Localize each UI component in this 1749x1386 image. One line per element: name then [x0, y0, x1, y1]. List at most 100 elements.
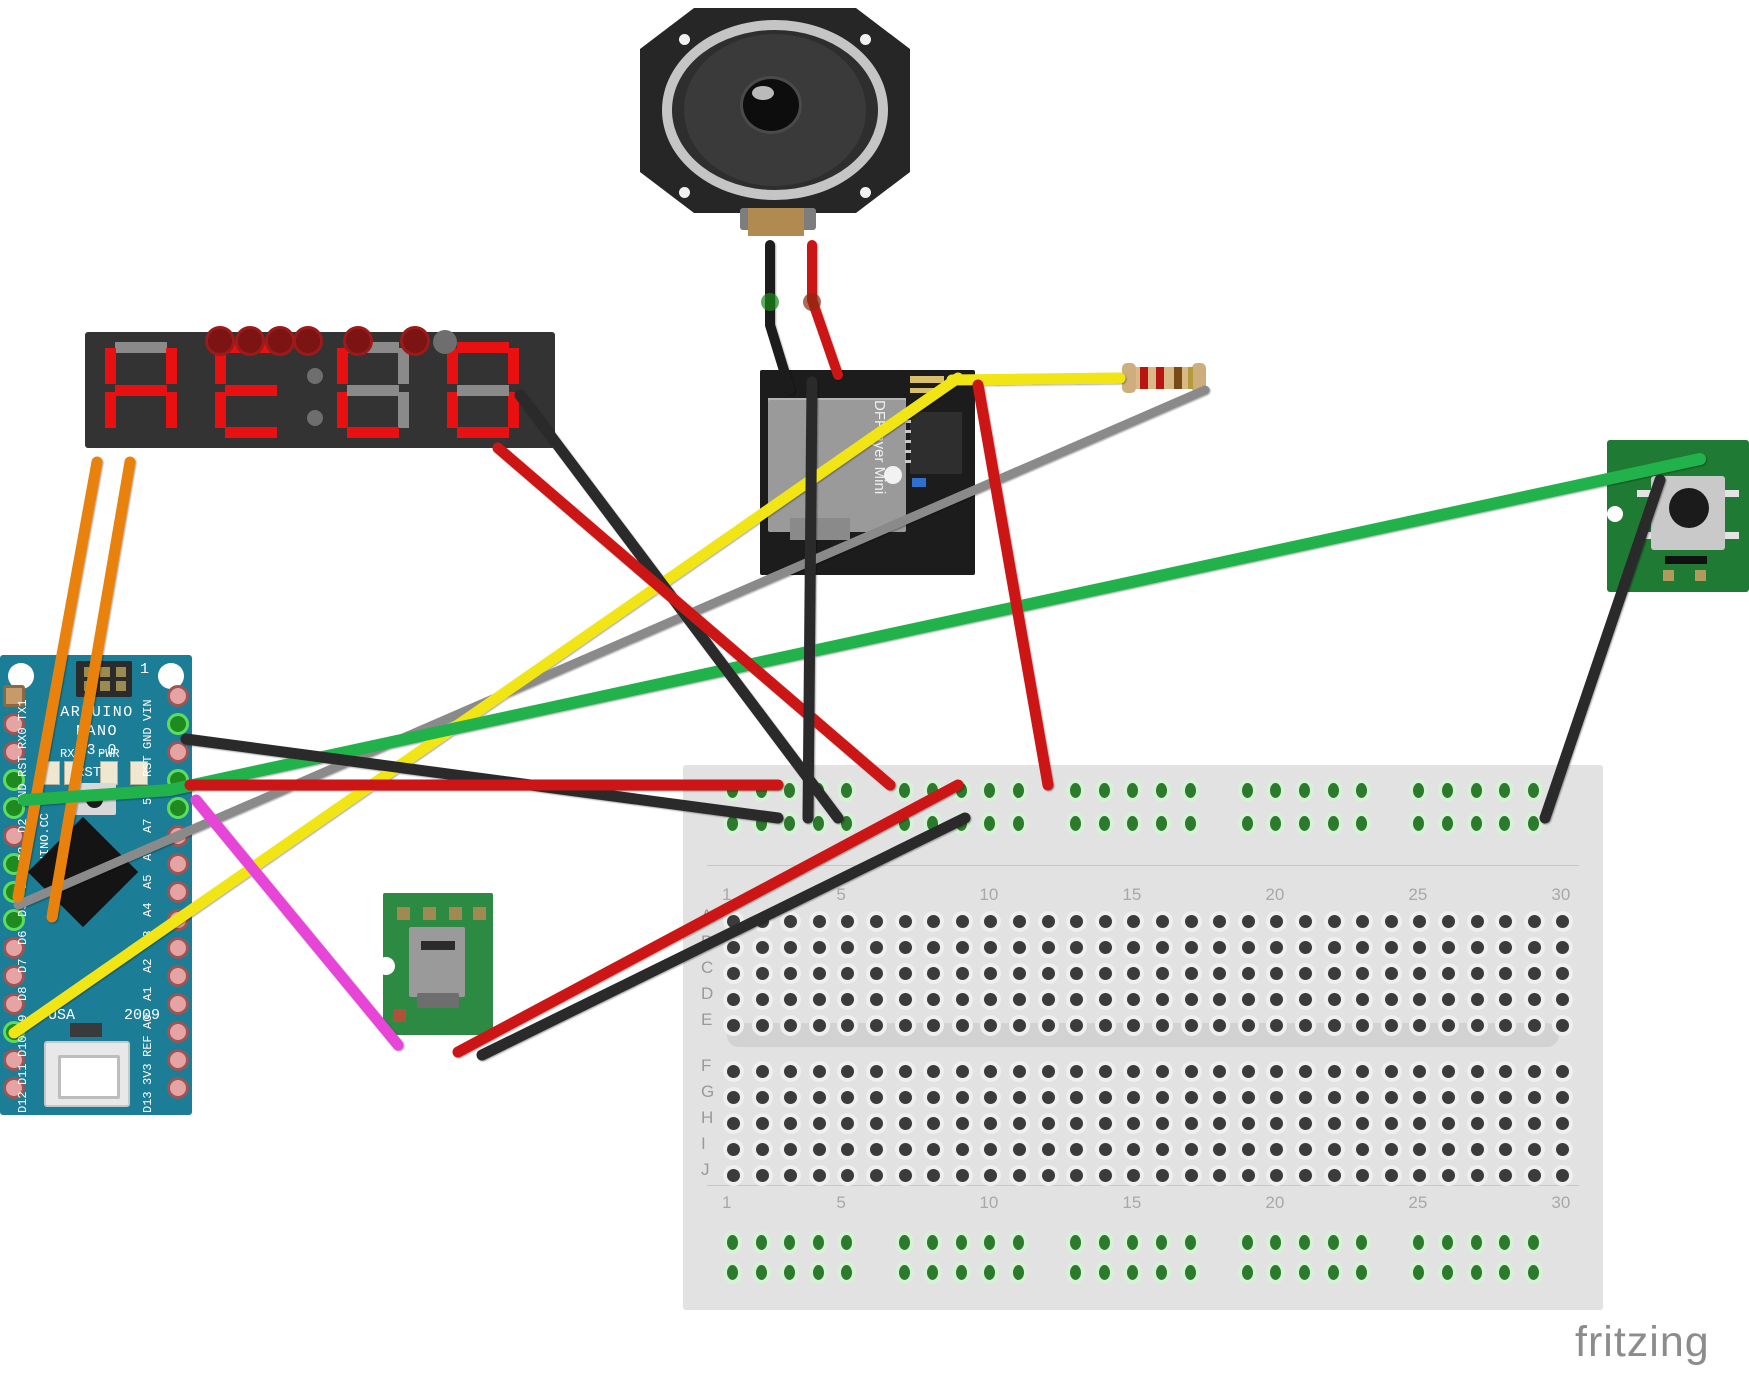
breadboard-power-hole[interactable] — [1442, 783, 1453, 798]
breadboard-hole[interactable] — [1413, 967, 1427, 980]
breadboard-hole[interactable] — [1499, 1169, 1513, 1182]
breadboard-hole[interactable] — [1384, 1065, 1398, 1078]
breadboard-power-hole[interactable] — [812, 1265, 824, 1280]
breadboard-hole[interactable] — [1327, 941, 1341, 954]
breadboard-power-hole[interactable] — [1127, 783, 1139, 798]
resistor-part[interactable] — [1122, 363, 1206, 393]
breadboard-hole[interactable] — [955, 967, 969, 980]
breadboard-hole[interactable] — [1241, 1091, 1255, 1104]
tilt-pad-3[interactable] — [449, 907, 462, 920]
breadboard-hole[interactable] — [1156, 941, 1169, 954]
nano-pad-a1[interactable] — [167, 965, 189, 987]
breadboard-hole[interactable] — [1299, 941, 1312, 954]
breadboard-hole[interactable] — [1527, 1065, 1541, 1078]
breadboard-hole[interactable] — [1442, 993, 1455, 1006]
breadboard-hole[interactable] — [1327, 1019, 1341, 1032]
breadboard-hole[interactable] — [1127, 1143, 1141, 1156]
breadboard-power-hole[interactable] — [1470, 1265, 1482, 1280]
breadboard-power-hole[interactable] — [727, 1235, 738, 1250]
breadboard-hole[interactable] — [955, 993, 969, 1006]
breadboard-hole[interactable] — [727, 1117, 740, 1130]
breadboard-hole[interactable] — [1527, 967, 1541, 980]
nano-pad-vin[interactable] — [167, 685, 189, 707]
breadboard-hole[interactable] — [727, 993, 740, 1006]
breadboard-power-hole[interactable] — [841, 816, 853, 831]
breadboard-hole[interactable] — [1527, 1091, 1541, 1104]
breadboard-power-hole[interactable] — [1442, 816, 1453, 831]
breadboard-hole[interactable] — [1556, 967, 1570, 980]
breadboard-hole[interactable] — [1070, 915, 1084, 928]
breadboard-hole[interactable] — [755, 915, 769, 928]
breadboard-power-hole[interactable] — [955, 1235, 967, 1250]
breadboard-hole[interactable] — [1299, 1065, 1312, 1078]
breadboard-hole[interactable] — [1241, 1117, 1255, 1130]
breadboard-hole[interactable] — [1356, 993, 1370, 1006]
breadboard-hole[interactable] — [1041, 1065, 1055, 1078]
nano-pad-a3[interactable] — [167, 909, 189, 931]
breadboard-power-hole[interactable] — [955, 816, 967, 831]
breadboard-hole[interactable] — [1184, 1091, 1198, 1104]
breadboard-hole[interactable] — [727, 1169, 740, 1182]
breadboard-hole[interactable] — [755, 993, 769, 1006]
breadboard-hole[interactable] — [1213, 1065, 1227, 1078]
breadboard-hole[interactable] — [812, 1117, 826, 1130]
breadboard-hole[interactable] — [1527, 1169, 1541, 1182]
breadboard-power-hole[interactable] — [984, 816, 996, 831]
breadboard-hole[interactable] — [1327, 1143, 1341, 1156]
breadboard-hole[interactable] — [870, 1019, 883, 1032]
breadboard-hole[interactable] — [1442, 1019, 1455, 1032]
breadboard-power-hole[interactable] — [1270, 816, 1282, 831]
breadboard-hole[interactable] — [1527, 1143, 1541, 1156]
breadboard-hole[interactable] — [1527, 941, 1541, 954]
breadboard-hole[interactable] — [1442, 967, 1455, 980]
breadboard-power-hole[interactable] — [1413, 816, 1425, 831]
breadboard-hole[interactable] — [1213, 941, 1227, 954]
breadboard-hole[interactable] — [1213, 1169, 1227, 1182]
breadboard-hole[interactable] — [755, 1065, 769, 1078]
breadboard-hole[interactable] — [955, 941, 969, 954]
breadboard-power-hole[interactable] — [927, 1265, 939, 1280]
breadboard-hole[interactable] — [1156, 993, 1169, 1006]
breadboard-hole[interactable] — [841, 941, 855, 954]
breadboard-hole[interactable] — [1556, 1091, 1570, 1104]
breadboard-hole[interactable] — [1184, 1143, 1198, 1156]
breadboard-hole[interactable] — [1041, 1091, 1055, 1104]
breadboard-power-hole[interactable] — [1413, 1265, 1425, 1280]
breadboard-hole[interactable] — [784, 993, 798, 1006]
breadboard-hole[interactable] — [1556, 1143, 1570, 1156]
breadboard-hole[interactable] — [1070, 1143, 1084, 1156]
breadboard-power-hole[interactable] — [1470, 783, 1482, 798]
breadboard-hole[interactable] — [1556, 941, 1570, 954]
breadboard-hole[interactable] — [927, 1117, 941, 1130]
breadboard-hole[interactable] — [727, 1065, 740, 1078]
breadboard-hole[interactable] — [841, 1117, 855, 1130]
nano-pad-gnd2[interactable] — [167, 713, 189, 735]
breadboard-hole[interactable] — [1184, 1169, 1198, 1182]
breadboard-hole[interactable] — [1213, 1091, 1227, 1104]
breadboard-hole[interactable] — [870, 967, 883, 980]
breadboard-hole[interactable] — [841, 967, 855, 980]
breadboard-hole[interactable] — [1413, 1091, 1427, 1104]
breadboard-power-hole[interactable] — [1241, 816, 1253, 831]
breadboard-hole[interactable] — [727, 941, 740, 954]
breadboard-hole[interactable] — [1127, 967, 1141, 980]
breadboard-power-hole[interactable] — [1098, 1265, 1110, 1280]
nano-pad-a7[interactable] — [167, 797, 189, 819]
nano-pad-d12[interactable] — [3, 1077, 25, 1099]
breadboard-hole[interactable] — [898, 1019, 912, 1032]
breadboard-hole[interactable] — [927, 1169, 941, 1182]
breadboard-hole[interactable] — [812, 1143, 826, 1156]
breadboard-hole[interactable] — [984, 915, 998, 928]
breadboard-hole[interactable] — [1413, 1019, 1427, 1032]
breadboard-hole[interactable] — [1070, 1019, 1084, 1032]
breadboard-hole[interactable] — [1413, 1143, 1427, 1156]
breadboard-hole[interactable] — [1213, 967, 1227, 980]
breadboard-hole[interactable] — [1384, 941, 1398, 954]
breadboard-hole[interactable] — [1384, 1117, 1398, 1130]
breadboard-hole[interactable] — [1127, 993, 1141, 1006]
breadboard-hole[interactable] — [1156, 1019, 1169, 1032]
nano-pad-a6[interactable] — [167, 825, 189, 847]
breadboard-hole[interactable] — [1470, 1019, 1484, 1032]
breadboard-power-hole[interactable] — [1499, 1235, 1511, 1250]
breadboard-power-hole[interactable] — [1499, 816, 1511, 831]
